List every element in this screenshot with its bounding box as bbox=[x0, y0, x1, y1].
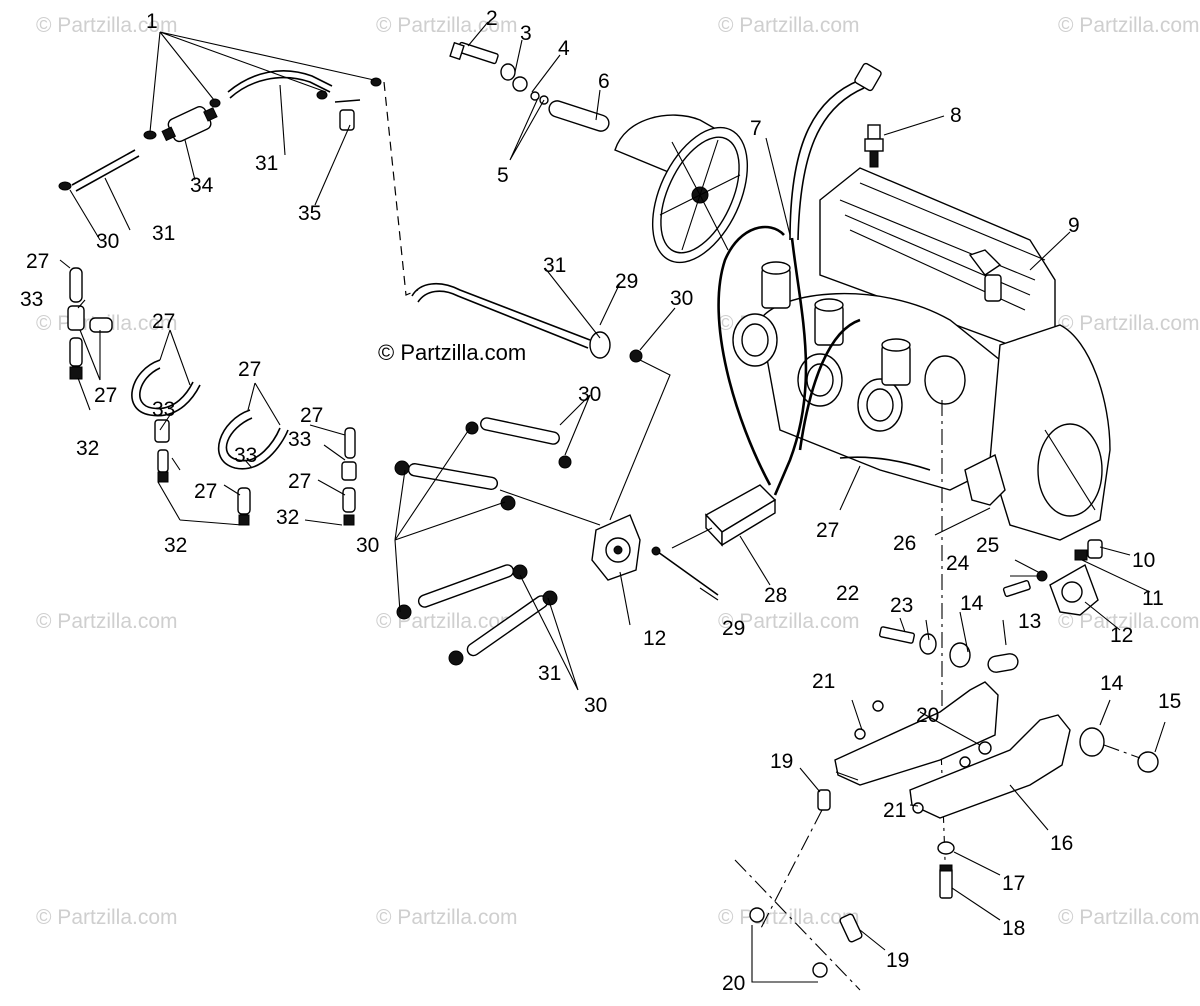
watermark: © Partzilla.com bbox=[1058, 312, 1200, 335]
callout-label: 21 bbox=[883, 799, 906, 822]
callout-label: 24 bbox=[946, 552, 970, 575]
recoil-cover bbox=[989, 324, 1111, 541]
callout-label: 28 bbox=[764, 584, 787, 607]
fittings-group bbox=[67, 267, 357, 526]
watermark: © Partzilla.com bbox=[1058, 14, 1200, 37]
callout-label: 7 bbox=[750, 117, 762, 140]
fuel-pump bbox=[591, 514, 641, 581]
watermarks: © Partzilla.com © Partzilla.com © Partzi… bbox=[36, 14, 1200, 929]
callout-label: 29 bbox=[615, 270, 638, 293]
callout-label: 32 bbox=[276, 506, 299, 529]
callout-label: 31 bbox=[538, 662, 561, 685]
callout-label: 23 bbox=[890, 594, 913, 617]
center-credit: © Partzilla.com bbox=[378, 340, 526, 365]
callout-label: 12 bbox=[1110, 624, 1133, 647]
watermark: © Partzilla.com bbox=[718, 906, 860, 929]
callout-label: 14 bbox=[1100, 672, 1124, 695]
callout-label: 27 bbox=[26, 250, 49, 273]
watermark: © Partzilla.com bbox=[1058, 610, 1200, 633]
callout-label: 30 bbox=[584, 694, 607, 717]
watermark: © Partzilla.com bbox=[376, 610, 518, 633]
callout-label: 6 bbox=[598, 70, 610, 93]
callout-label: 27 bbox=[152, 310, 175, 333]
callout-label: 30 bbox=[356, 534, 379, 557]
callout-label: 2 bbox=[486, 7, 498, 30]
callout-label: 11 bbox=[1142, 587, 1164, 610]
callout-label: 4 bbox=[558, 37, 570, 60]
callout-label: 31 bbox=[152, 222, 175, 245]
callout-label: 27 bbox=[94, 384, 117, 407]
callout-label: 29 bbox=[722, 617, 745, 640]
callout-label: 31 bbox=[255, 152, 278, 175]
callout-label: 12 bbox=[643, 627, 666, 650]
callout-label: 27 bbox=[238, 358, 261, 381]
callout-label: 33 bbox=[288, 428, 311, 451]
callout-label: 33 bbox=[20, 288, 43, 311]
callout-label: 18 bbox=[1002, 917, 1025, 940]
callout-label: 14 bbox=[960, 592, 984, 615]
cdi-box bbox=[704, 484, 777, 547]
carburetors bbox=[732, 261, 966, 432]
engine-assembly bbox=[651, 62, 1111, 861]
callout-label: 16 bbox=[1050, 832, 1073, 855]
callout-label: 17 bbox=[1002, 872, 1025, 895]
callout-label: 13 bbox=[1018, 610, 1041, 633]
watermark: © Partzilla.com bbox=[718, 14, 860, 37]
callout-label: 30 bbox=[670, 287, 693, 310]
clutch-bolt-group bbox=[449, 41, 749, 264]
callout-label: 27 bbox=[300, 404, 323, 427]
callout-label: 32 bbox=[76, 437, 99, 460]
callout-label: 30 bbox=[578, 383, 601, 406]
watermark: © Partzilla.com bbox=[36, 610, 178, 633]
callout-label: 10 bbox=[1132, 549, 1155, 572]
callout-label: 15 bbox=[1158, 690, 1181, 713]
callout-label: 22 bbox=[836, 582, 859, 605]
callout-label: 9 bbox=[1068, 214, 1080, 237]
callout-label: 19 bbox=[886, 949, 909, 972]
watermark: © Partzilla.com bbox=[36, 14, 178, 37]
callout-label: 33 bbox=[234, 444, 257, 467]
callout-label: 32 bbox=[164, 534, 187, 557]
watermark: © Partzilla.com bbox=[718, 610, 860, 633]
callout-label: 27 bbox=[816, 519, 839, 542]
callout-label: 8 bbox=[950, 104, 962, 127]
engine-mount-group bbox=[734, 539, 1159, 991]
callout-label: 35 bbox=[298, 202, 321, 225]
callout-label: 1 bbox=[146, 10, 158, 33]
callout-label: 20 bbox=[722, 972, 745, 995]
callout-label: 33 bbox=[152, 398, 175, 421]
fuel-filter-group bbox=[58, 70, 419, 296]
callout-label: 19 bbox=[770, 750, 793, 773]
leader-lines bbox=[59, 21, 1166, 983]
callout-label: 21 bbox=[812, 670, 835, 693]
watermark: © Partzilla.com bbox=[376, 906, 518, 929]
callout-label: 5 bbox=[497, 164, 509, 187]
callout-label: 27 bbox=[288, 470, 311, 493]
fuel-filter bbox=[161, 106, 218, 143]
callout-label: 34 bbox=[190, 174, 214, 197]
callout-label: 31 bbox=[543, 254, 566, 277]
watermark: © Partzilla.com bbox=[36, 906, 178, 929]
impulse-line-group bbox=[394, 283, 671, 666]
drive-clutch bbox=[614, 114, 749, 264]
callout-label: 30 bbox=[96, 230, 119, 253]
watermark: © Partzilla.com bbox=[1058, 906, 1200, 929]
callout-label: 26 bbox=[893, 532, 916, 555]
callout-label: 3 bbox=[520, 22, 532, 45]
mount-bracket bbox=[834, 681, 1071, 819]
callout-labels: 1 2 3 4 5 6 7 8 9 10 11 12 12 13 14 14 1… bbox=[20, 7, 1181, 995]
callout-label: 25 bbox=[976, 534, 999, 557]
watermark: © Partzilla.com bbox=[376, 14, 518, 37]
callout-label: 20 bbox=[916, 704, 939, 727]
callout-label: 27 bbox=[194, 480, 217, 503]
